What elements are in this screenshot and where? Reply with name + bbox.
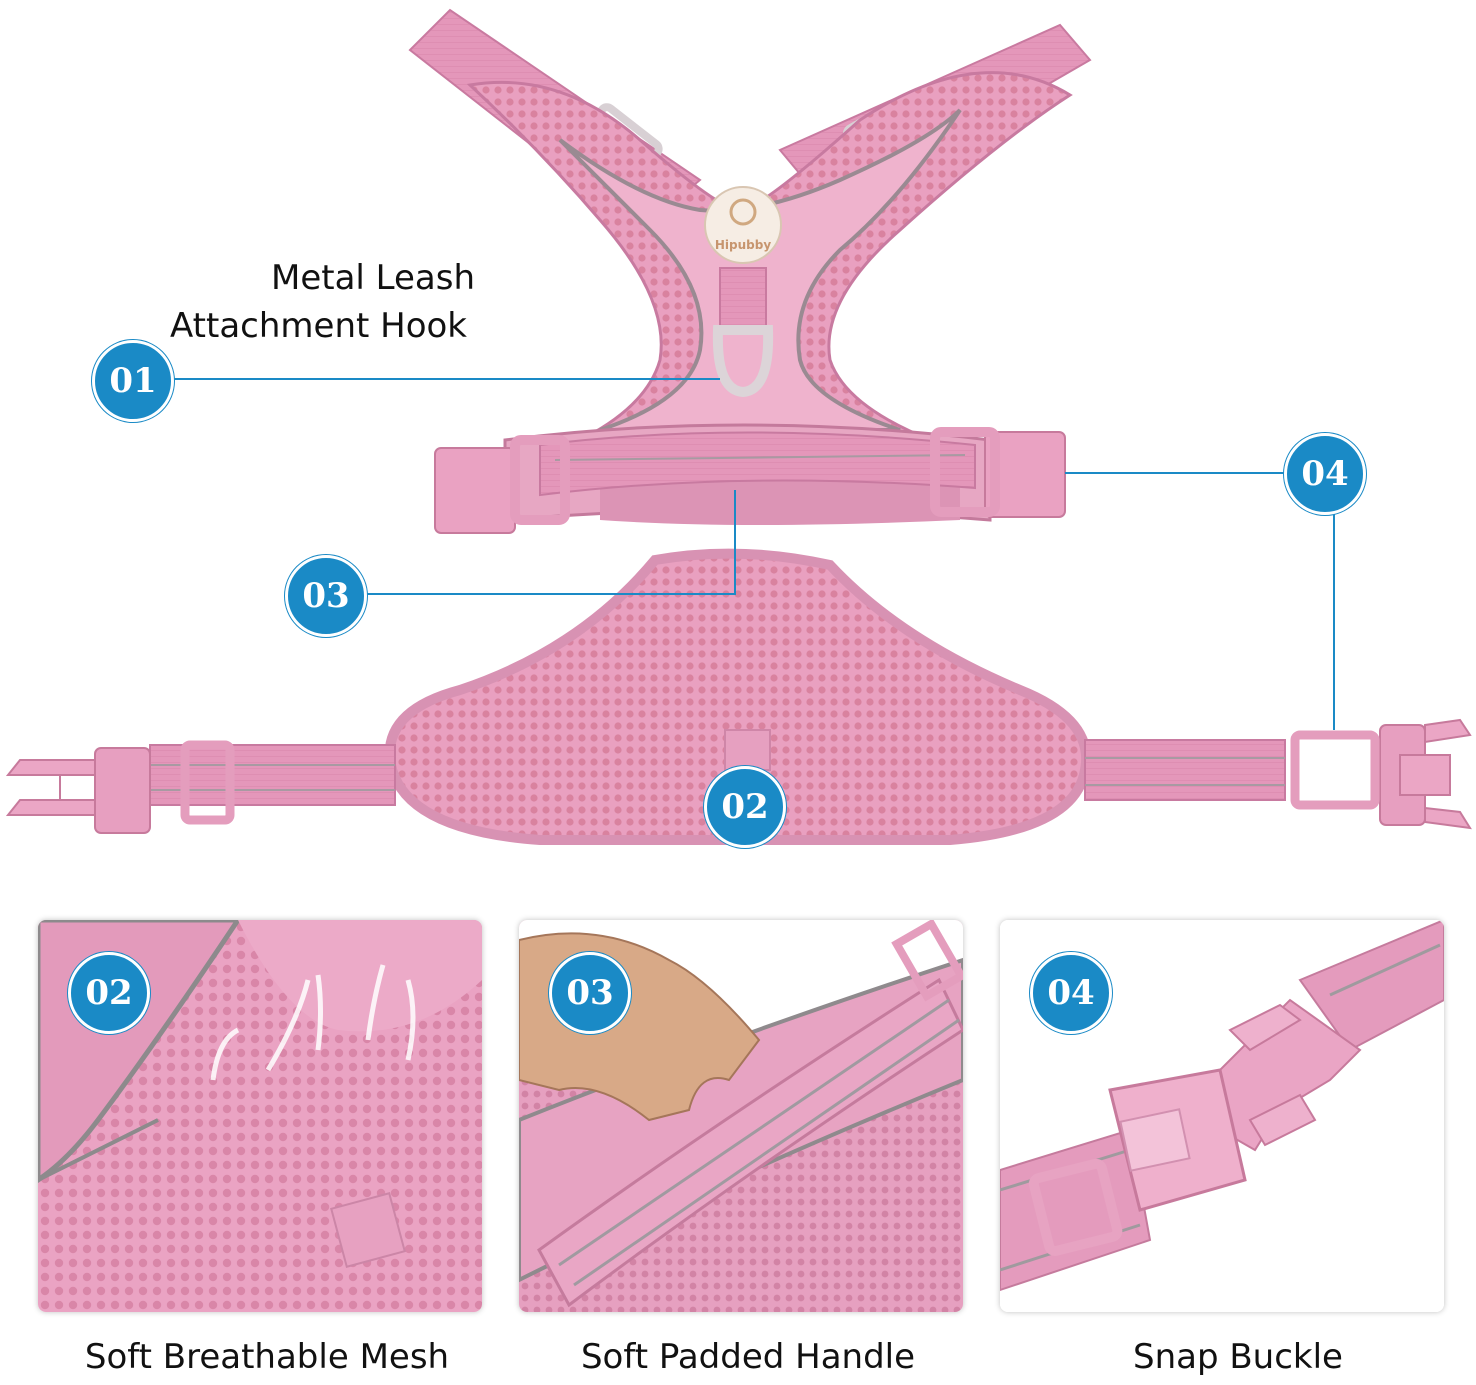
panel-badge-03: 03: [549, 952, 631, 1034]
callout-badge-02: 02: [704, 766, 786, 848]
caption-soft-padded-handle: Soft Padded Handle: [580, 1337, 916, 1377]
callout-badge-03: 03: [285, 555, 367, 637]
callout-badge-01: 01: [92, 340, 174, 422]
brand-tag: Hipubby: [715, 238, 771, 252]
buckle-closeup-image: [1000, 920, 1444, 1312]
airflow-arrows-icon: [210, 964, 416, 1081]
callout-badge-04: 04: [1284, 433, 1366, 515]
detail-panel-handle: 03: [519, 920, 963, 1312]
panel-badge-04: 04: [1030, 952, 1112, 1034]
d-ring-icon: [712, 325, 774, 398]
detail-panel-mesh: 02: [38, 920, 482, 1312]
leash-hook-label-line2: Attachment Hook: [170, 306, 467, 346]
detail-panel-buckle: 04: [1000, 920, 1444, 1312]
caption-soft-breathable-mesh: Soft Breathable Mesh: [84, 1337, 450, 1377]
leash-hook-label-line1: Metal Leash: [271, 258, 476, 298]
harness-illustration: Hipubby: [5, 8, 1472, 845]
caption-snap-buckle: Snap Buckle: [1133, 1337, 1343, 1377]
panel-badge-02: 02: [68, 952, 150, 1034]
